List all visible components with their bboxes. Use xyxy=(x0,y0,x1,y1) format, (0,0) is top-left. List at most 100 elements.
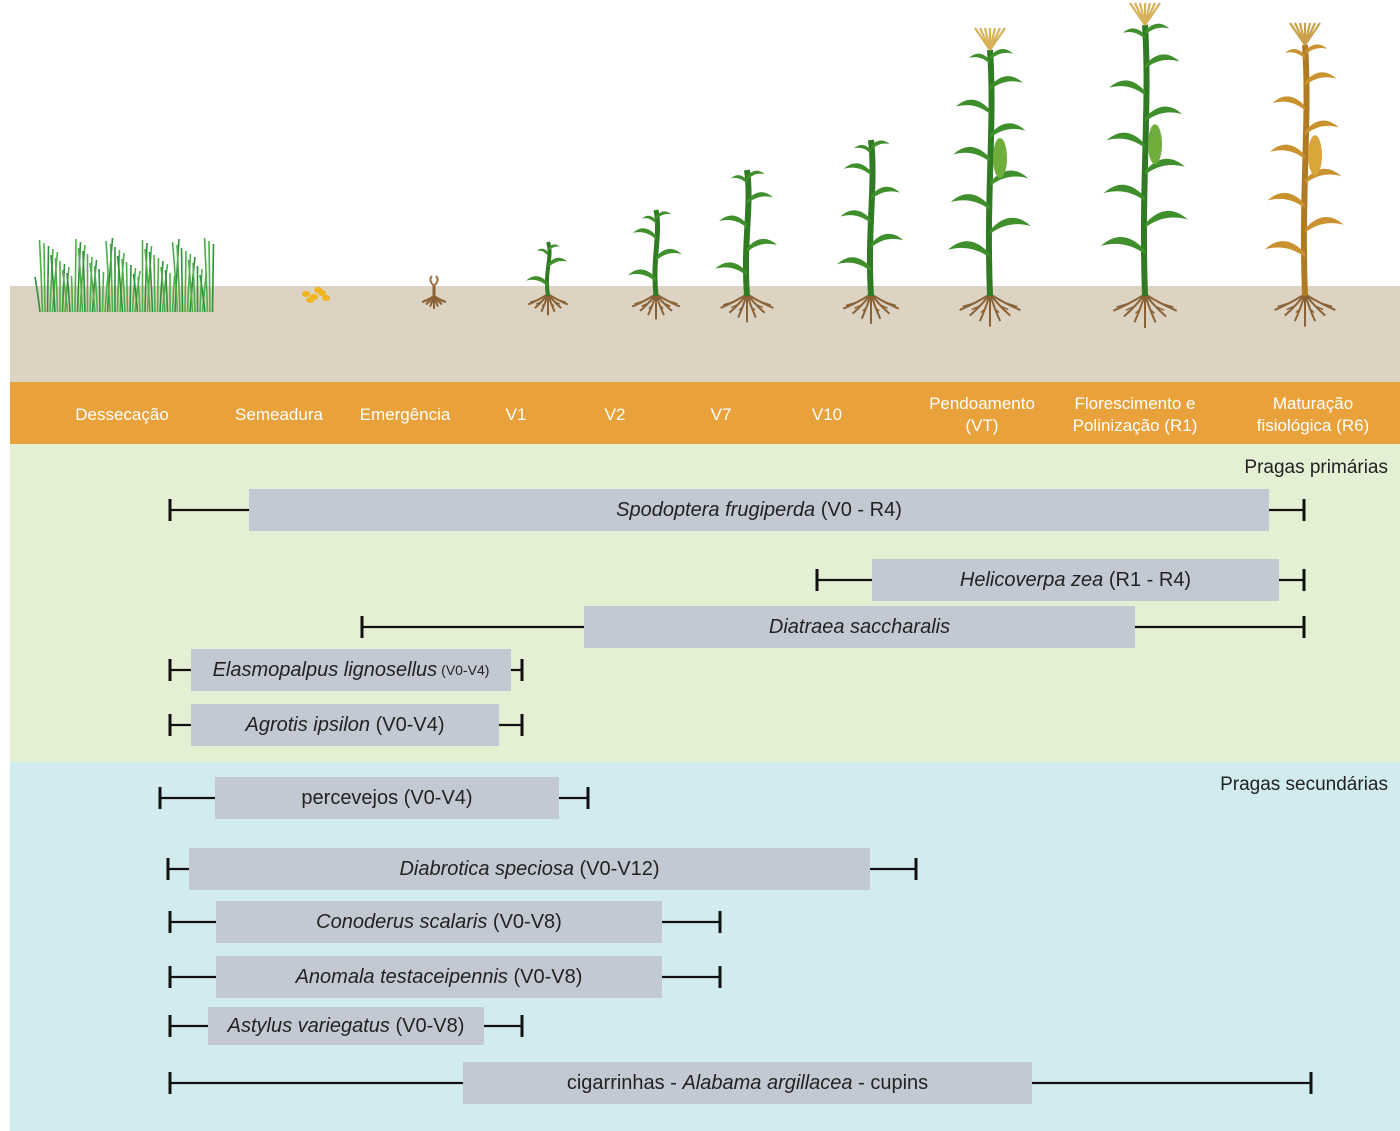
leaf-shape xyxy=(1265,241,1305,258)
pest-stage-range: (V0-V8) xyxy=(487,910,562,933)
stage-label-line: V10 xyxy=(811,405,843,424)
secondary-pest-box: cigarrinhas - Alabama argillacea - cupin… xyxy=(463,1062,1032,1104)
stage-label-r1: Florescimento e Polinização (R1) xyxy=(1073,393,1198,437)
leaf-shape xyxy=(843,163,871,176)
primary-pests-title: Pragas primárias xyxy=(1244,457,1388,478)
leaf-shape xyxy=(1109,80,1145,96)
stalk-shape xyxy=(1140,24,1150,297)
corn-plant-icon xyxy=(628,209,682,320)
leaf-shape xyxy=(953,146,990,162)
leaf-shape xyxy=(526,276,548,287)
stage-label-line: V1 xyxy=(505,405,527,424)
leaf-shape xyxy=(837,257,871,272)
stage-label-line: Semeadura xyxy=(235,405,323,424)
corn-tassel-icon xyxy=(948,27,1031,327)
leaf-shape xyxy=(1103,184,1145,202)
leaf-shape xyxy=(871,233,904,248)
stalk-shape xyxy=(1300,44,1310,297)
leaf-shape xyxy=(715,262,747,276)
stage-label-line: Polinização (R1) xyxy=(1072,416,1198,435)
corn-plant-icon xyxy=(526,241,569,316)
pest-species-name: Spodoptera frugiperda xyxy=(616,498,816,521)
leaf-shape xyxy=(854,144,871,154)
pest-species-name: Agrotis ipsilon xyxy=(245,713,371,736)
pest-stage-range: (V0 - R4) xyxy=(815,498,902,521)
roots-icon xyxy=(959,293,1021,327)
leaf-shape xyxy=(548,244,561,252)
leaf-shape xyxy=(990,123,1026,138)
pest-species-name: Elasmopalpus lignosellus xyxy=(212,658,438,681)
leaf-shape xyxy=(731,175,747,184)
growth-stage-band xyxy=(10,382,1400,444)
secondary-pest-box: Conoderus scalaris (V0-V8) xyxy=(216,901,662,943)
stage-label-v1: V1 xyxy=(506,404,527,426)
leaf-shape xyxy=(1285,48,1305,59)
leaf-shape xyxy=(1305,44,1327,55)
ear-icon xyxy=(1308,135,1322,176)
leaf-shape xyxy=(747,192,773,204)
leaf-shape xyxy=(1101,236,1145,255)
tassel-icon xyxy=(1289,22,1321,46)
leaf-shape xyxy=(1305,72,1337,86)
leaf-shape xyxy=(656,211,672,220)
leaf-shape xyxy=(990,217,1031,234)
pest-stage-range: (V0-V8) xyxy=(389,1014,465,1037)
leaf-shape xyxy=(950,194,990,210)
leaf-shape xyxy=(642,215,656,224)
leaf-shape xyxy=(632,228,656,240)
stage-label-v10: V10 xyxy=(812,404,842,426)
pest-species-name: Diatraea saccharalis xyxy=(768,615,951,638)
stalk-shape xyxy=(985,49,995,297)
leaf-shape xyxy=(840,210,871,224)
ear-icon xyxy=(1148,124,1162,165)
pest-label: percevejos (V0-V4) xyxy=(301,786,473,809)
pest-label-suffix: - cupins xyxy=(852,1071,929,1094)
secondary-pest-box: percevejos (V0-V4) xyxy=(215,777,559,819)
leaf-shape xyxy=(990,49,1014,60)
leaf-shape xyxy=(948,241,990,258)
secondary-pest-box: Anomala testaceipennis (V0-V8) xyxy=(216,956,662,998)
sprout-icon xyxy=(421,275,447,309)
pest-species-name: Anomala testaceipennis xyxy=(295,965,508,988)
primary-pest-box: Diatraea saccharalis xyxy=(584,606,1135,648)
secondary-pest-box: Diabrotica speciosa (V0-V12) xyxy=(189,848,870,890)
leaf-shape xyxy=(1267,192,1305,209)
leaf-shape xyxy=(537,248,548,256)
stage-label-line: fisiológica (R6) xyxy=(1256,416,1370,435)
plant-illustrations xyxy=(34,2,1344,329)
leaf-shape xyxy=(628,269,656,282)
pest-stage-range: (V0-V4) xyxy=(441,662,490,678)
stage-label-dessecacao: Dessecação xyxy=(75,404,169,426)
stage-label-v2: V2 xyxy=(605,404,626,426)
stage-label-line: V2 xyxy=(604,405,626,424)
leaf-shape xyxy=(969,53,990,64)
pest-species-name: Astylus variegatus xyxy=(227,1014,390,1037)
stage-label-line: Dessecação xyxy=(75,405,169,424)
leaf-shape xyxy=(871,186,900,200)
leaf-shape xyxy=(719,215,747,228)
seed-icon xyxy=(302,287,330,303)
leaf-shape xyxy=(1145,23,1170,35)
pest-species-name: Conoderus scalaris xyxy=(316,910,488,933)
ear-icon xyxy=(993,138,1007,178)
pest-label-prefix: cigarrinhas - xyxy=(566,1071,683,1094)
leaf-shape xyxy=(548,257,568,268)
dry-corn-icon xyxy=(1265,22,1344,327)
leaf-shape xyxy=(656,248,682,261)
leaf-shape xyxy=(1145,210,1188,228)
roots-icon xyxy=(631,293,681,320)
stage-label-line: Pendoamento xyxy=(929,394,1035,413)
leaf-shape xyxy=(955,99,990,114)
secondary-pest-box: Astylus variegatus (V0-V8) xyxy=(208,1007,484,1045)
leaf-shape xyxy=(1123,28,1145,39)
stalk-shape xyxy=(866,139,876,297)
soil-band xyxy=(10,286,1400,382)
pest-species-name: Helicoverpa zea xyxy=(959,568,1104,591)
leaf-shape xyxy=(1145,54,1180,69)
stage-label-emergencia: Emergência xyxy=(360,404,451,426)
stalk-shape xyxy=(742,169,752,297)
pest-stage-range: (V0-V12) xyxy=(573,857,660,880)
stage-label-line: Florescimento e xyxy=(1074,394,1196,413)
